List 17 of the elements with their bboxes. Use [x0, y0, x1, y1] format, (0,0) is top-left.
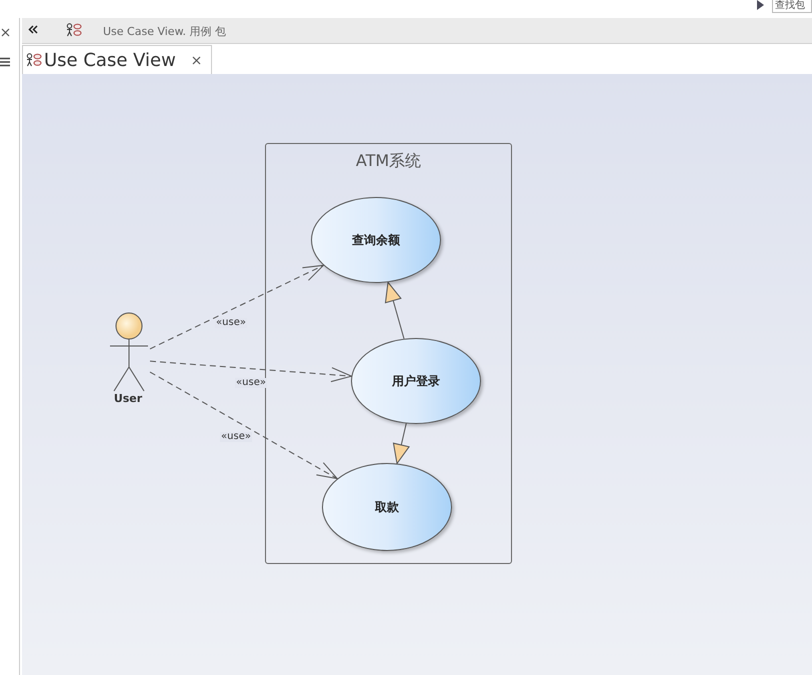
- use-case-name: 查询余额: [352, 232, 400, 249]
- dependency-arrow: [150, 360, 352, 382]
- search-field: 查找包: [772, 0, 812, 13]
- use-case-name: 取款: [375, 499, 399, 516]
- dependency-arrow: [150, 372, 338, 480]
- generalization-arrow: [392, 423, 410, 464]
- edge-label: «use»: [235, 378, 267, 388]
- system-boundary: [265, 143, 512, 564]
- edge-label: «use»: [220, 432, 252, 442]
- use-case-name: 用户登录: [392, 373, 440, 390]
- breadcrumb-text: Use Case View. 用例 包: [103, 24, 226, 40]
- boundary-title: ATM系统: [354, 150, 422, 172]
- tab-title: Use Case View: [44, 48, 176, 72]
- dependency-arrow: [150, 264, 324, 350]
- edge-label: «use»: [215, 318, 247, 328]
- actor-name: User: [114, 393, 142, 404]
- generalization-arrow: [384, 282, 404, 340]
